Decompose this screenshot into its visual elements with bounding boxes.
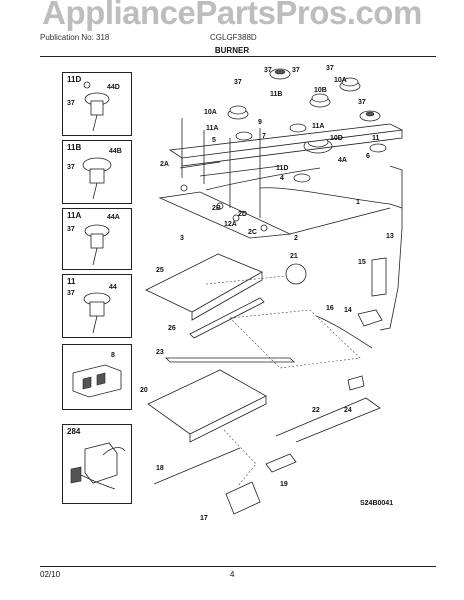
callout: 16 — [326, 305, 334, 312]
main-exploded-view: 37 37 37 37 37 10A 10A 11B 10B 9 11A 5 7… — [140, 65, 404, 522]
callout: 13 — [386, 233, 394, 240]
footer-rule — [40, 566, 436, 567]
callout: 26 — [168, 325, 176, 332]
callout: 37 — [264, 67, 272, 74]
manifold-assembly — [158, 118, 404, 331]
callout: 18 — [156, 465, 164, 472]
callout: 25 — [156, 267, 164, 274]
publication-number: Publication No: 318 — [40, 33, 110, 42]
callout: 1 — [356, 199, 360, 206]
callout: 2 — [294, 235, 298, 242]
callout: 20 — [140, 387, 148, 394]
bracket-17 — [225, 481, 261, 515]
burner-valve-drawing: 44A 37 — [67, 214, 120, 266]
burner-valve-drawing: 44 37 — [67, 284, 117, 334]
callout: 37 — [234, 79, 242, 86]
inset-label: 11D — [67, 75, 82, 84]
callout: 15 — [358, 259, 366, 266]
callout: 2B — [212, 205, 221, 212]
callout: 17 — [200, 515, 208, 522]
callout: 14 — [344, 307, 352, 314]
callout: 7 — [262, 133, 266, 140]
callout: 10B — [314, 87, 327, 94]
callout: 44D — [107, 84, 120, 91]
callout: 10A — [334, 77, 347, 84]
inset-label: 284 — [67, 427, 81, 436]
heat-baffle-25 — [145, 253, 263, 313]
callout: 37 — [67, 290, 75, 297]
inset-label: 11A — [67, 211, 82, 220]
burner-valve-drawing: 44B 37 — [67, 148, 122, 200]
callout: 5 — [212, 137, 216, 144]
callout: 37 — [67, 226, 75, 233]
callout: 37 — [358, 99, 366, 106]
gas-tube-22 — [275, 397, 381, 443]
header-rule — [40, 56, 436, 57]
inset-label: 11 — [67, 277, 76, 286]
callout: 21 — [290, 253, 298, 260]
callout: 24 — [344, 407, 352, 414]
footer-date: 02/10 — [40, 570, 61, 579]
callout: 10D — [330, 135, 343, 142]
regulator-14 — [357, 309, 383, 327]
watermark: AppliancePartsPros.com — [42, 0, 422, 31]
callout: 11B — [270, 91, 282, 98]
callout: 2C — [248, 229, 257, 236]
callout: 22 — [312, 407, 320, 414]
callout: 37 — [67, 100, 75, 107]
callout: 4 — [280, 175, 284, 182]
callout: 2A — [160, 161, 169, 168]
drawing-reference: S24B0041 — [360, 500, 394, 507]
callout: 11A — [312, 123, 324, 130]
tube-26 — [189, 297, 265, 339]
inset-11a: 11A 44A 37 — [62, 208, 132, 270]
baffle-20 — [147, 369, 267, 435]
inset-8: 8 — [62, 344, 132, 410]
igniter-19 — [265, 453, 297, 473]
burner-heads — [227, 68, 387, 183]
callout: 11A — [206, 125, 218, 132]
page-title: BURNER — [214, 46, 250, 55]
callout: 9 — [258, 119, 262, 126]
callout: 23 — [156, 349, 164, 356]
inset-label: 11B — [67, 143, 82, 152]
callout: 4A — [338, 157, 347, 164]
inset-284: 284 — [62, 424, 132, 504]
callout: 11 — [372, 135, 380, 142]
callout: 44A — [107, 214, 120, 221]
model-number: CGLGF388D — [210, 33, 257, 42]
spark-module-drawing: 8 — [72, 352, 122, 398]
callout: 44B — [109, 148, 122, 155]
callout: 12A — [224, 221, 237, 228]
inset-11d: 11D 44D 37 — [62, 72, 132, 136]
clip-21 — [285, 263, 307, 285]
inset-11b: 11B 44B 37 — [62, 140, 132, 204]
burner-valve-drawing: 44D 37 — [67, 81, 120, 132]
callout: 8 — [111, 352, 115, 359]
wire-harness-drawing — [70, 442, 126, 490]
callout: 11D — [276, 165, 288, 172]
callout: 10A — [204, 109, 217, 116]
callout: 6 — [366, 153, 370, 160]
callout: 37 — [326, 65, 334, 72]
page-number: 4 — [230, 570, 235, 579]
callout: 37 — [292, 67, 300, 74]
callout: 19 — [280, 481, 288, 488]
callout: 44 — [109, 284, 117, 291]
rod-18 — [153, 447, 241, 485]
valve-24 — [347, 375, 365, 391]
inset-11: 11 44 37 — [62, 274, 132, 338]
gas-tube-16 — [315, 315, 373, 349]
callout: 2D — [238, 211, 247, 218]
callout: 3 — [180, 235, 184, 242]
burner-tube-23 — [165, 357, 295, 363]
bracket-15 — [371, 257, 387, 297]
callout: 37 — [67, 164, 75, 171]
